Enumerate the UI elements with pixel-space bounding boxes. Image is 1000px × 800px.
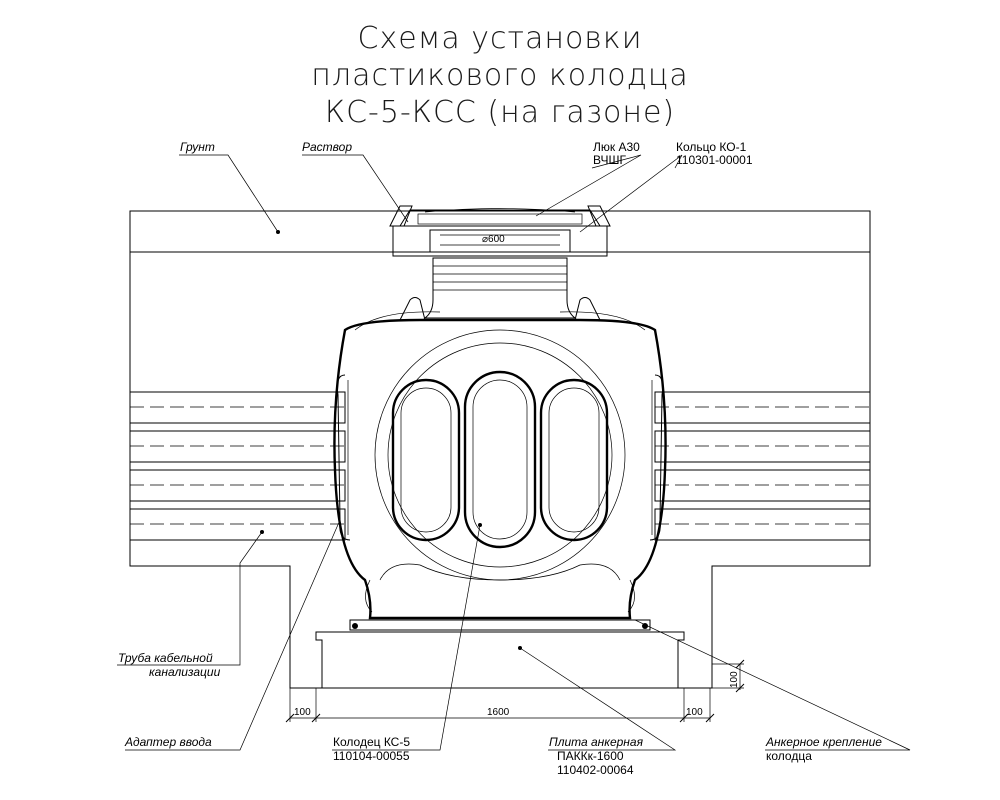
label-koltso-2: 110301-00001 xyxy=(676,153,753,167)
label-ankernoe-2: колодца xyxy=(766,749,812,763)
label-lyuk-1: Люк А30 xyxy=(593,140,640,154)
leader-lines xyxy=(117,154,911,751)
title-line-2: пластикового колодца xyxy=(311,58,688,93)
callout-labels: Грунт Раствор Люк А30 ВЧШГ Кольцо КО-1 1… xyxy=(118,140,882,777)
mortar xyxy=(389,205,611,227)
label-lyuk-2: ВЧШГ xyxy=(593,153,626,167)
label-ankernoe-1: Анкерное крепление xyxy=(765,735,882,749)
label-truba-1: Труба кабельной xyxy=(118,651,213,665)
dim-plate-width: 1600 xyxy=(487,707,510,718)
label-plita-2: ПАККк-1600 xyxy=(557,749,624,763)
cable-pipes-right xyxy=(654,391,871,541)
label-kolodets-2: 110104-00055 xyxy=(333,749,410,763)
diameter-label: ⌀600 xyxy=(482,234,505,245)
label-plita-3: 110402-00064 xyxy=(557,763,634,777)
well-neck xyxy=(423,257,577,319)
dimension-lines: 100 1600 100 100 xyxy=(285,659,745,723)
label-koltso-1: Кольцо КО-1 xyxy=(676,140,747,154)
cable-pipes-left xyxy=(129,391,346,541)
title-line-3: КС-5-КСС (на газоне) xyxy=(325,95,675,130)
soil-layer xyxy=(129,210,871,253)
diagram-title: Схема установки пластикового колодца КС-… xyxy=(311,21,688,130)
well-body xyxy=(333,297,667,620)
title-line-1: Схема установки xyxy=(358,21,643,56)
label-plita-1: Плита анкерная xyxy=(549,735,644,749)
label-kolodets-1: Колодец КС-5 xyxy=(333,735,410,749)
label-rastvor: Раствор xyxy=(302,140,352,154)
well-openings xyxy=(391,370,609,549)
label-grunt: Грунт xyxy=(180,140,215,154)
dim-plate-height: 100 xyxy=(729,671,740,688)
dim-right-margin: 100 xyxy=(686,707,703,718)
label-adapter: Адаптер ввода xyxy=(124,735,212,749)
dim-left-margin: 100 xyxy=(294,707,311,718)
anchor-plate xyxy=(315,619,685,689)
label-truba-2: канализации xyxy=(149,665,221,679)
